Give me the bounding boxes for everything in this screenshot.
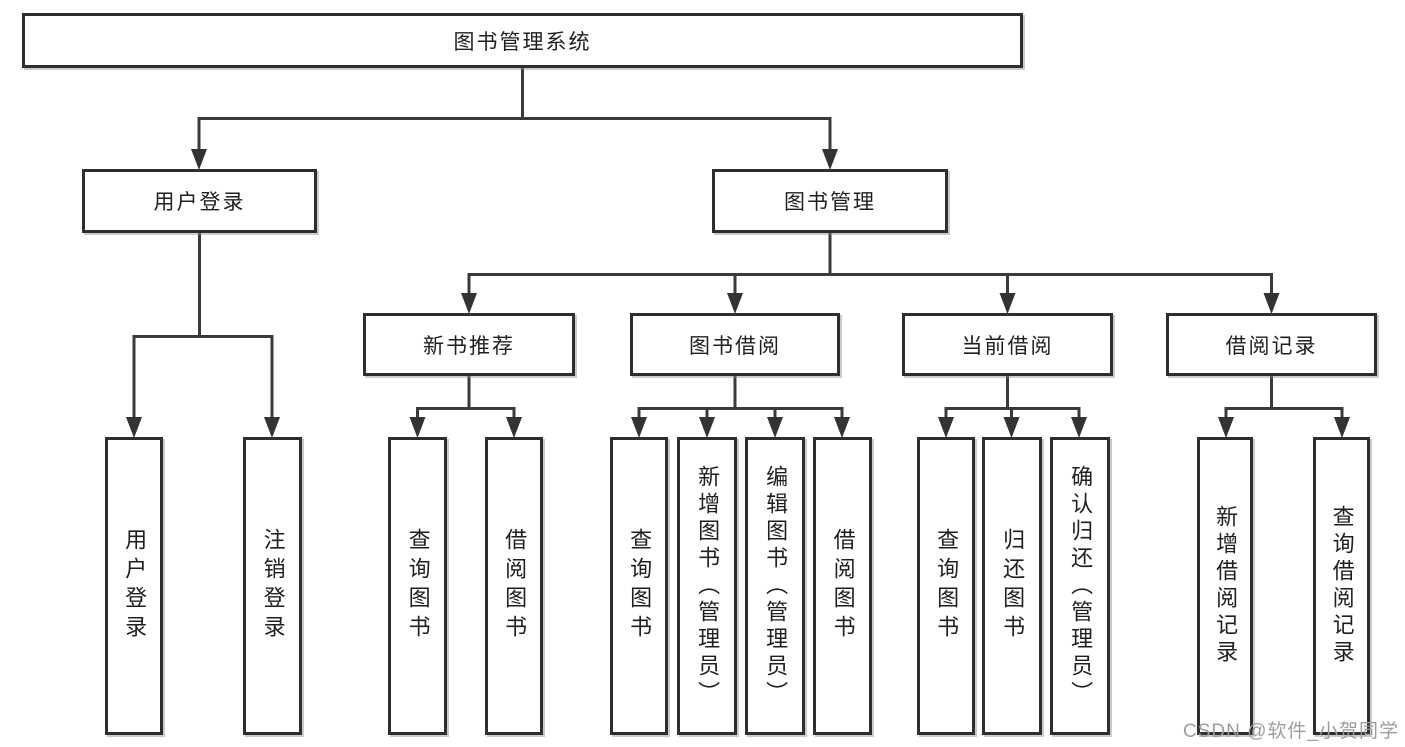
leaf-query-borrow-record: 查询借阅记录 [1313, 437, 1370, 735]
leaf-confirm-return-admin-label: 确认归还（管理员） [1068, 464, 1094, 708]
node-book-borrow: 图书借阅 [630, 313, 840, 376]
leaf-edit-book-admin-label: 编辑图书（管理员） [763, 464, 789, 708]
leaf-borrow-book-recommend-label: 借阅图书 [502, 528, 528, 644]
node-new-book-recommend-label: 新书推荐 [423, 334, 515, 358]
leaf-query-book-borrow: 查询图书 [610, 437, 668, 735]
node-book-management-label: 图书管理 [784, 191, 876, 214]
leaf-confirm-return-admin: 确认归还（管理员） [1050, 437, 1110, 735]
node-new-book-recommend: 新书推荐 [363, 313, 575, 376]
leaf-add-book-admin: 新增图书（管理员） [677, 437, 737, 735]
leaf-user-login-label: 用户登录 [122, 528, 148, 644]
leaf-edit-book-admin: 编辑图书（管理员） [745, 437, 805, 735]
csdn-watermark: CSDN @软件_小贺同学 [1183, 721, 1399, 742]
node-current-borrow-label: 当前借阅 [961, 334, 1054, 358]
leaf-user-login: 用户登录 [105, 437, 163, 735]
leaf-query-book-borrow-label: 查询图书 [627, 528, 653, 644]
node-borrow-record-label: 借阅记录 [1225, 334, 1318, 358]
leaf-add-borrow-record: 新增借阅记录 [1197, 437, 1253, 735]
node-user-login-label: 用户登录 [153, 191, 246, 214]
node-borrow-record: 借阅记录 [1166, 313, 1377, 376]
leaf-borrow-book: 借阅图书 [813, 437, 872, 735]
arrowheads [126, 149, 1350, 438]
leaf-query-book-current: 查询图书 [917, 437, 975, 735]
leaf-logout: 注销登录 [243, 437, 302, 735]
leaf-query-borrow-record-label: 查询借阅记录 [1329, 505, 1355, 667]
leaf-add-book-admin-label: 新增图书（管理员） [695, 464, 721, 708]
leaf-return-book-label: 归还图书 [1000, 528, 1026, 644]
leaf-query-book-current-label: 查询图书 [934, 528, 960, 644]
leaf-borrow-book-recommend: 借阅图书 [485, 437, 543, 735]
leaf-query-book-recommend-label: 查询图书 [405, 528, 431, 644]
leaf-add-borrow-record-label: 新增借阅记录 [1213, 505, 1239, 667]
leaf-query-book-recommend: 查询图书 [388, 437, 447, 735]
node-book-management: 图书管理 [712, 169, 948, 233]
node-book-borrow-label: 图书借阅 [689, 334, 781, 358]
leaf-logout-label: 注销登录 [260, 528, 286, 644]
leaf-borrow-book-label: 借阅图书 [830, 528, 856, 644]
node-root-label: 图书管理系统 [453, 30, 592, 54]
leaf-return-book: 归还图书 [982, 437, 1042, 735]
node-root-library-system: 图书管理系统 [22, 13, 1023, 68]
node-current-borrow: 当前借阅 [902, 313, 1113, 376]
node-user-login: 用户登录 [82, 169, 317, 233]
